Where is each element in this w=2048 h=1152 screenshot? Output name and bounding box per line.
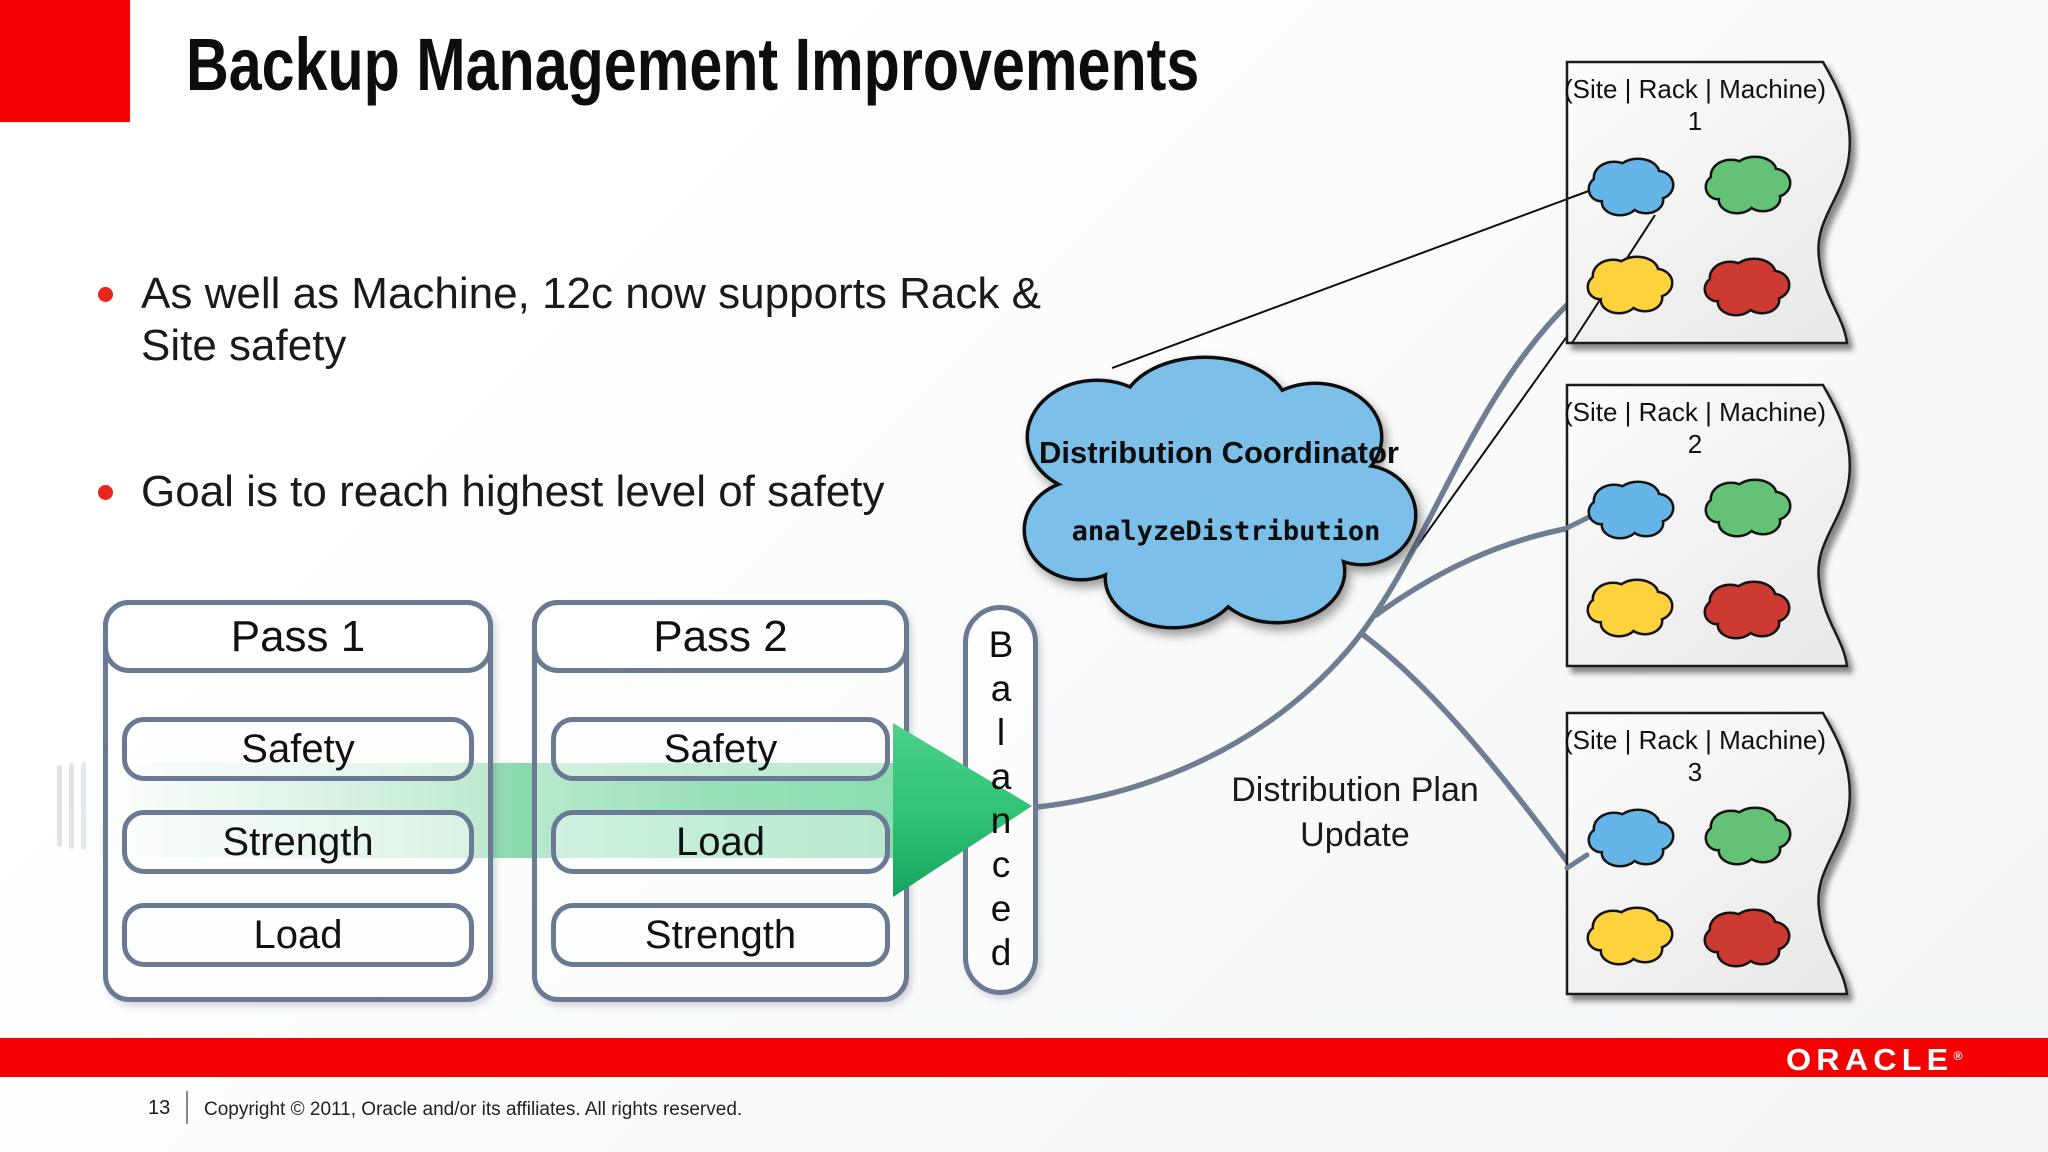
zoom-callout-line-top: [1111, 171, 1641, 369]
bullet-text: As well as Machine, 12c now supports Rac…: [141, 269, 1041, 370]
balanced-label: Balanced: [980, 624, 1022, 976]
cloud-blue-icon: [1590, 160, 1672, 214]
zoom-callout-line-top: [1566, 171, 1641, 200]
cloud-green-icon: [1707, 481, 1789, 535]
cloud-blue-icon: [1590, 483, 1672, 537]
plan-update-line2: Update: [1300, 816, 1410, 854]
pass2-item-load: Load: [551, 810, 890, 874]
cloud-shape: [1022, 355, 1418, 630]
zoom-callout-line-bottom: [1571, 214, 1656, 344]
arrow-speed-line: [57, 765, 62, 847]
bullet-dot-icon: [98, 485, 113, 500]
oracle-logo: ORACLE®: [1786, 1042, 1963, 1078]
pass1-item-strength: Strength: [122, 810, 474, 874]
coordinator-method: analyzeDistribution: [1072, 516, 1381, 547]
plan-connector-page1: [1035, 297, 1575, 810]
bullet-item: Goal is to reach highest level of safety: [98, 466, 885, 518]
cloud-red-icon: [1706, 260, 1788, 314]
page-number: 1: [1688, 106, 1702, 136]
pass2-box: Pass 2 Safety Load Strength: [532, 600, 909, 1002]
coordinator-title: Distribution Coordinator: [1039, 435, 1399, 470]
pass1-item-safety: Safety: [122, 717, 474, 781]
bullet-text: Goal is to reach highest level of safety: [141, 467, 885, 516]
page-header: (Site | Rack | Machine): [1564, 397, 1826, 427]
cloud-yellow-icon: [1589, 258, 1671, 312]
cloud-yellow-icon: [1589, 581, 1671, 635]
replica-page-2: (Site | Rack | Machine) 2: [1564, 383, 1852, 668]
copyright-text: Copyright © 2011, Oracle and/or its affi…: [204, 1099, 743, 1120]
footer-red-bar: [0, 1038, 2048, 1077]
page-shape: [1565, 383, 1852, 668]
footer-divider: [186, 1091, 188, 1124]
plan-connector-tip: [1564, 512, 1596, 531]
replica-page-3: (Site | Rack | Machine) 3: [1564, 711, 1852, 996]
arrow-speed-line: [69, 763, 74, 849]
replica-page-1: (Site | Rack | Machine) 1: [1564, 60, 1852, 345]
pass1-item-load: Load: [122, 903, 474, 967]
cloud-blue-icon: [1590, 811, 1672, 865]
plan-update-label: Distribution Plan Update: [1175, 768, 1535, 858]
oracle-logo-text: ORACLE: [1786, 1042, 1954, 1077]
page-header: (Site | Rack | Machine): [1564, 74, 1826, 104]
arrow-speed-line: [81, 762, 86, 850]
registered-mark-icon: ®: [1953, 1049, 1963, 1063]
cloud-yellow-icon: [1589, 909, 1671, 963]
bullet-item: As well as Machine, 12c now supports Rac…: [98, 268, 1058, 372]
zoom-callout-line-bottom: [1415, 212, 1656, 549]
plan-connector-page2: [1373, 524, 1578, 618]
cloud-red-icon: [1706, 911, 1788, 965]
pass2-header: Pass 2: [532, 600, 909, 673]
bullet-dot-icon: [98, 287, 113, 302]
pass2-item-safety: Safety: [551, 717, 890, 781]
page-shape: [1565, 711, 1852, 996]
pass1-box: Pass 1 Safety Strength Load: [103, 600, 493, 1002]
page-number: 3: [1688, 757, 1702, 787]
oracle-red-corner-mark: [0, 0, 130, 122]
slide-title: Backup Management Improvements: [186, 23, 1200, 106]
plan-update-line1: Distribution Plan: [1231, 771, 1479, 809]
page-header: (Site | Rack | Machine): [1564, 725, 1826, 755]
cloud-green-icon: [1707, 809, 1789, 863]
page-number: 2: [1688, 429, 1702, 459]
page-number: 13: [148, 1097, 171, 1119]
pass2-item-strength: Strength: [551, 903, 890, 967]
cloud-green-icon: [1707, 158, 1789, 212]
cloud-red-icon: [1706, 583, 1788, 637]
pass1-header: Pass 1: [103, 600, 493, 673]
page-shape: [1565, 60, 1852, 345]
plan-connector-tip: [1564, 852, 1590, 871]
